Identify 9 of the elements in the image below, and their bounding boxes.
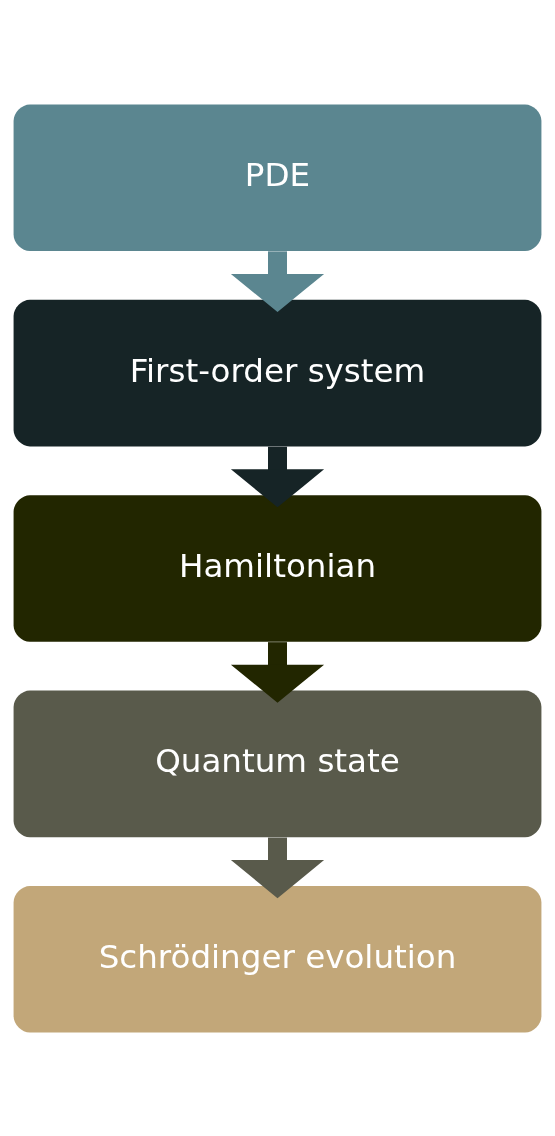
node-box: Schrödinger evolution [13, 885, 542, 1033]
node-box: First-order system [13, 299, 542, 446]
node-box: Quantum state [13, 690, 542, 837]
node-box: Hamiltonian [13, 494, 542, 642]
arrow [230, 250, 325, 312]
arrow [230, 446, 325, 507]
arrow [230, 641, 325, 703]
node-box: PDE [13, 103, 542, 251]
arrow [230, 837, 325, 898]
